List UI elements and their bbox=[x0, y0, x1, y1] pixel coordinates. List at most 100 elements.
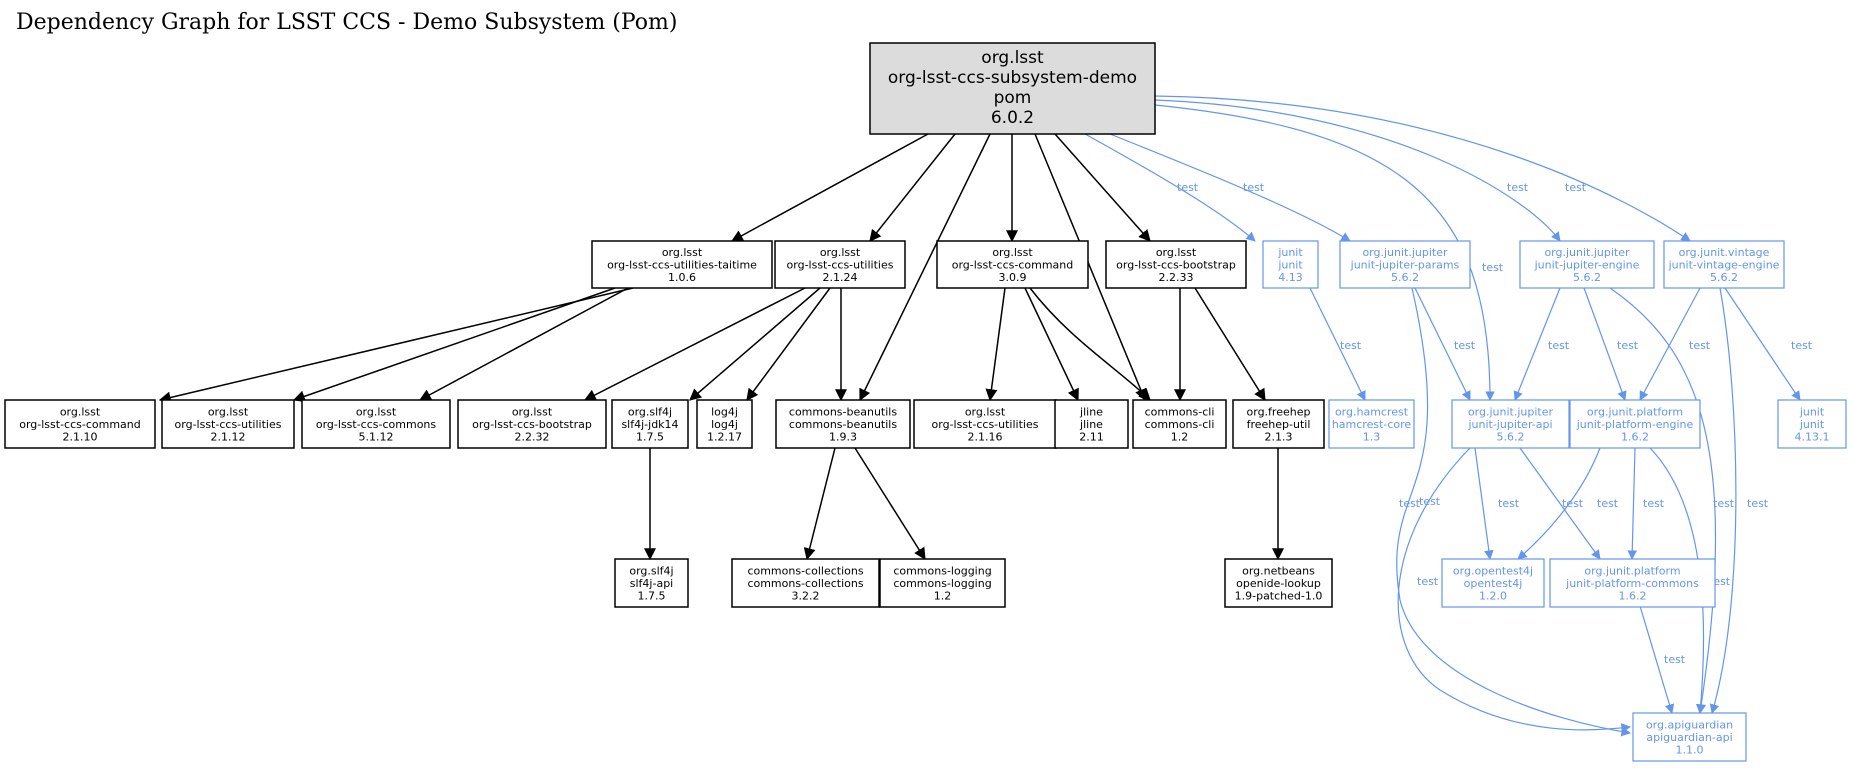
dependency-node-label: org-lsst-ccs-command bbox=[952, 259, 1074, 272]
dependency-node-label: 5.1.12 bbox=[359, 431, 394, 444]
edge-root-beanutils bbox=[859, 133, 991, 402]
dependency-node-label: commons-cli bbox=[1145, 406, 1215, 419]
edge-utilities-log4j bbox=[746, 287, 831, 401]
dependency-node-label: 5.6.2 bbox=[1573, 271, 1601, 284]
dependency-node-box bbox=[161, 399, 295, 449]
edge-label-test: test bbox=[1243, 181, 1265, 194]
edge-params-apiguardian bbox=[1396, 287, 1631, 737]
dependency-node-label: 2.2.32 bbox=[515, 431, 550, 444]
dependency-node-openide: org.netbeansopenide-lookup1.9-patched-1.… bbox=[1224, 558, 1333, 608]
dependency-node-label: junit-vintage-engine bbox=[1668, 259, 1780, 272]
edge-label-test: test bbox=[1565, 181, 1587, 194]
root-node-box bbox=[869, 42, 1156, 135]
dependency-node-label: 4.13.1 bbox=[1795, 431, 1830, 444]
dependency-node-label: junit-platform-commons bbox=[1565, 577, 1699, 590]
edge-root-api bbox=[1154, 104, 1495, 401]
dependency-node-box bbox=[696, 399, 753, 449]
edge-taitime-utilities bbox=[292, 287, 616, 403]
dependency-node-label: 1.6.2 bbox=[1619, 590, 1647, 603]
edge-label-test: test bbox=[1791, 339, 1813, 352]
dependency-node-box bbox=[614, 558, 689, 608]
dependency-node-label: 1.7.5 bbox=[636, 431, 664, 444]
root-node-label: 6.0.2 bbox=[991, 108, 1034, 128]
dependency-node-box bbox=[1569, 399, 1701, 449]
dependency-node-label: 2.2.33 bbox=[1159, 271, 1194, 284]
dependency-node-label: 1.2.0 bbox=[1479, 590, 1507, 603]
dependency-node-box bbox=[1054, 399, 1129, 449]
dependency-node-box bbox=[1663, 240, 1785, 289]
dependency-node-label: 2.1.3 bbox=[1265, 431, 1293, 444]
dependency-node-pengine: org.junit.platformjunit-platform-engine1… bbox=[1569, 399, 1701, 449]
dependency-node-box bbox=[1632, 712, 1747, 762]
dependency-node-box bbox=[1339, 240, 1471, 289]
dependency-node-label: 1.2 bbox=[1171, 431, 1189, 444]
dependency-node-label: 2.11 bbox=[1079, 431, 1104, 444]
dependency-node-label: 1.6.2 bbox=[1621, 431, 1649, 444]
dependency-node-label: org.freehep bbox=[1247, 406, 1311, 419]
edge-label-test: test bbox=[1713, 497, 1735, 510]
edge-label-test: test bbox=[1507, 181, 1529, 194]
dependency-node-label: org.hamcrest bbox=[1335, 406, 1409, 419]
dependency-node-label: 2.1.12 bbox=[211, 431, 246, 444]
dependency-node-label: 5.6.2 bbox=[1710, 271, 1738, 284]
dependency-node-label: slf4j-jdk14 bbox=[621, 418, 678, 431]
dependency-node-label: org-lsst-ccs-utilities bbox=[932, 418, 1039, 431]
dependency-node-label: org-lsst-ccs-bootstrap bbox=[472, 418, 592, 431]
edge-command-jline bbox=[1024, 287, 1079, 402]
dependency-node-box bbox=[774, 240, 906, 289]
dependency-node-label: org.lsst bbox=[512, 406, 553, 419]
dependency-node-label: 1.0.6 bbox=[668, 271, 696, 284]
dependency-node-label: commons-logging bbox=[893, 577, 991, 590]
dependency-node-label: org.junit.jupiter bbox=[1362, 246, 1448, 259]
dependency-node-box bbox=[1232, 399, 1325, 449]
dependency-node-box bbox=[1519, 240, 1655, 289]
dependency-node-label: junit-platform-engine bbox=[1576, 418, 1694, 431]
dependency-node-label: org.lsst bbox=[1156, 246, 1197, 259]
edge-root-vintage bbox=[1154, 95, 1691, 242]
edge-root-taitime bbox=[730, 133, 929, 242]
dependency-node-label: org.apiguardian bbox=[1646, 719, 1733, 732]
edge-vintage-pengine bbox=[1639, 287, 1701, 401]
dependency-node-label: 1.9-patched-1.0 bbox=[1235, 590, 1323, 603]
root-node-label: org.lsst bbox=[981, 48, 1044, 68]
dependency-node-label: org.lsst bbox=[662, 246, 703, 259]
edge-taitime-commons bbox=[418, 287, 629, 401]
dependency-node-box bbox=[1328, 399, 1415, 449]
dependency-node-label: jline bbox=[1079, 406, 1103, 419]
dependency-node-label: junit-jupiter-params bbox=[1350, 259, 1460, 272]
dependency-node-box bbox=[1224, 558, 1333, 608]
dependency-node-label: org-lsst-ccs-command bbox=[19, 418, 141, 431]
edge-root-junit bbox=[1084, 133, 1256, 242]
edge-command-utilities bbox=[985, 287, 1006, 402]
dependency-node-box bbox=[913, 399, 1057, 449]
dependency-node-label: 1.2 bbox=[934, 590, 952, 603]
edge-label-test: test bbox=[1562, 497, 1584, 510]
edge-engine-pengine bbox=[1583, 287, 1627, 401]
dependency-node-label: 4.13 bbox=[1278, 271, 1303, 284]
dependency-node-box bbox=[611, 399, 689, 449]
edge-utilities-bootstrap bbox=[583, 287, 806, 401]
dependency-node-label: org.lsst bbox=[208, 406, 249, 419]
dependency-node-label: org.junit.jupiter bbox=[1468, 406, 1554, 419]
edge-root-cli bbox=[1034, 133, 1147, 402]
graph-title: Dependency Graph for LSST CCS - Demo Sub… bbox=[16, 10, 677, 35]
dependency-node-box bbox=[1549, 558, 1716, 608]
edge-label-test: test bbox=[1689, 339, 1711, 352]
dependency-node-label: org-lsst-ccs-commons bbox=[316, 418, 437, 431]
dependency-node-box bbox=[731, 558, 880, 608]
dependency-node-collections: commons-collectionscommons-collections3.… bbox=[731, 558, 880, 608]
dependency-node-label: org.lsst bbox=[356, 406, 397, 419]
edge-taitime-command bbox=[158, 287, 634, 404]
dependency-node-label: org.opentest4j bbox=[1453, 565, 1533, 578]
edge-api-apiguardian bbox=[1397, 447, 1631, 733]
dependency-node-label: 1.1.0 bbox=[1676, 744, 1704, 757]
root-node: org.lsstorg-lsst-ccs-subsystem-demopom6.… bbox=[869, 42, 1156, 135]
dependency-node-label: org-lsst-ccs-utilities bbox=[787, 259, 894, 272]
dependency-node-label: 2.1.10 bbox=[63, 431, 98, 444]
